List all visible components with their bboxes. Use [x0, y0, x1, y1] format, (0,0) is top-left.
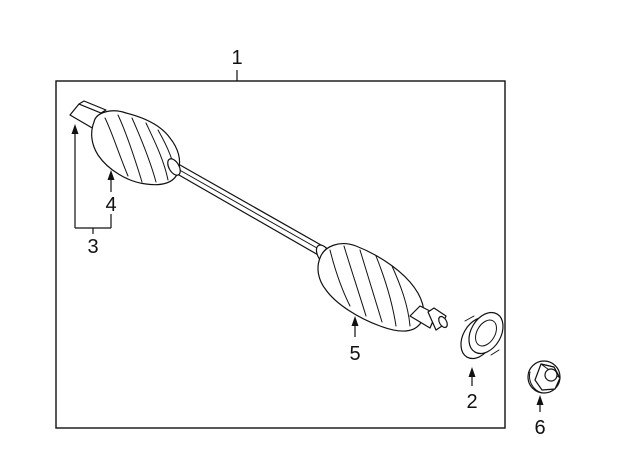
callout-5-label[interactable]: 5 [349, 343, 360, 365]
callout-5-leader [351, 316, 359, 337]
callout-2-label[interactable]: 2 [466, 391, 477, 413]
outer-cv-joint[interactable] [313, 242, 449, 332]
callout-1-label[interactable]: 1 [231, 47, 242, 69]
callout-6-label[interactable]: 6 [534, 417, 545, 439]
seal-ring[interactable] [454, 306, 510, 364]
callout-4-leader [107, 170, 115, 228]
assembly-frame [55, 80, 506, 429]
hex-nut[interactable] [527, 360, 561, 394]
inner-cv-joint[interactable] [69, 100, 183, 186]
callout-3-label[interactable]: 3 [87, 236, 98, 258]
callout-2-leader [468, 367, 476, 386]
axle-shaft[interactable] [171, 164, 329, 257]
callout-3-bracket [71, 124, 111, 234]
callout-4-label[interactable]: 4 [105, 194, 116, 216]
callout-6-leader [536, 395, 544, 412]
